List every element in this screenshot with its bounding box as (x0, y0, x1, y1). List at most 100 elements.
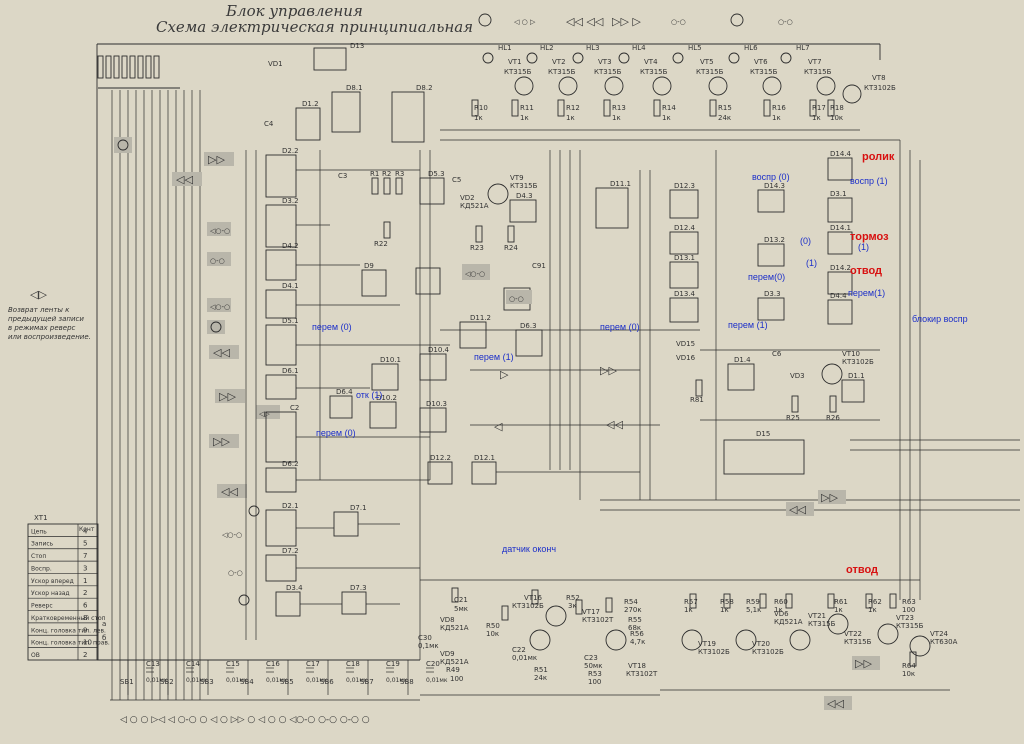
vt2: VT2 (552, 58, 566, 66)
bottom-mid-label: VD8 (440, 616, 455, 624)
chip-d124: D12.4 (674, 224, 696, 232)
vt5: VT5 (700, 58, 714, 66)
vt10: VT10 (842, 350, 860, 358)
chip-d9: D9 (364, 262, 374, 270)
res-r1: R1 (370, 170, 379, 178)
svg-text:◁◁: ◁◁ (606, 418, 623, 431)
cap-value: 0,01мк (426, 677, 448, 684)
bottom-right-ref: R57 (684, 598, 698, 606)
bottom-right-val: 5,1к (746, 606, 761, 614)
r14: R14 (662, 104, 676, 112)
bottom-right-val: КТ315Б (844, 638, 872, 646)
bottom-right-val: 1к (720, 606, 729, 614)
xt1-row-pin: 7 (83, 552, 87, 560)
bottom-mid-label: R53 (588, 670, 602, 678)
vt8-type: КТ3102Б (864, 84, 896, 92)
bottom-right-ref: VT20 (752, 640, 770, 648)
xt1-row-pin: 3 (83, 564, 87, 572)
vt5-type: КТ315Б (696, 68, 724, 76)
chip-d64: D6.4 (336, 388, 353, 396)
bottom-mid-label: VT18 (628, 662, 646, 670)
bottom-mid-label: R56 (630, 630, 644, 638)
xt1-row-pin: 10 (83, 639, 92, 647)
r12-val: 1к (566, 114, 575, 122)
bottom-mid-label: 4,7к (630, 638, 645, 646)
vt4: VT4 (644, 58, 658, 66)
chip-d11: D1.1 (848, 372, 865, 380)
chip-d142: D14.2 (830, 264, 851, 272)
chip-d15: D15 (756, 430, 770, 438)
bottom-mid-label: КТ3102Т (626, 670, 658, 678)
anno-perem0-d: перем(0) (748, 272, 785, 282)
chip-d112: D11.2 (470, 314, 491, 322)
bottom-right-val: 10к (902, 670, 915, 678)
svg-text:▷▷: ▷▷ (600, 364, 617, 377)
lamp-hl3: HL3 (586, 44, 600, 52)
bottom-right-ref: VD6 (774, 610, 789, 618)
bottom-mid-analog: C215мкVD8КД521АR49100C300,1мкVD9КД521АR5… (418, 579, 660, 696)
vt3-type: КТ315Б (594, 68, 622, 76)
svg-text:◁◁: ◁◁ (789, 503, 806, 516)
cap-c18: C18 (346, 660, 360, 668)
cap-c16: C16 (266, 660, 280, 668)
bottom-right-ref: R63 (902, 598, 916, 606)
chip-d22: D2.2 (282, 147, 299, 155)
svg-text:◁◁ ◁◁: ◁◁ ◁◁ (566, 15, 604, 28)
bottom-right-val: КД521А (774, 618, 803, 626)
bottom-mid-label: 24к (534, 674, 547, 682)
r10-val: 1к (474, 114, 483, 122)
anno-vospr1: воспр (1) (850, 176, 888, 186)
bottom-right-ref: R64 (902, 662, 916, 670)
svg-text:○-○: ○-○ (210, 257, 225, 265)
vt7-type: КТ315Б (804, 68, 832, 76)
svg-text:▷▷: ▷▷ (855, 657, 872, 670)
res-r2: R2 (382, 170, 391, 178)
svg-text:◁◁: ◁◁ (176, 173, 193, 186)
annotations: ролик тормоз отвод отвод воспр (0) воспр… (312, 151, 968, 576)
chip-d131: D13.1 (674, 254, 695, 262)
cap-c20: C20 (426, 660, 440, 668)
chip-d63: D6.3 (520, 322, 537, 330)
chip-d144: D14.4 (830, 150, 852, 158)
cap-c4: C4 (264, 120, 274, 128)
r14-val: 1к (662, 114, 671, 122)
side-note: ◁▷ Возврат ленты к предыдущей записи в р… (8, 288, 91, 341)
chip-d53: D5.3 (428, 170, 445, 178)
chip-d21: D2.1 (282, 502, 299, 510)
bottom-right-ref: R62 (868, 598, 882, 606)
left-gate-column: D13 VD1 D8.1 D8.2 D1.2 C4 D2.2 D3.2 D4.2… (264, 42, 433, 617)
chip-d102: D10.2 (376, 394, 397, 402)
cap-value: 0,01мк (226, 677, 248, 684)
cap-value: 0,01мк (346, 677, 368, 684)
r11-val: 1к (520, 114, 529, 122)
left-mode-icons: ▷▷ ◁◁ ◁○-○ ○-○ ◁○-○ ◁◁ ▷▷ ◁▷ ▷▷ ◁◁ ◁○-○ … (114, 137, 280, 606)
anno-perem0-c: перем (0) (600, 322, 640, 332)
bottom-right-ref: R61 (834, 598, 848, 606)
bottom-right-ref: VT19 (698, 640, 716, 648)
chip-d31: D3.1 (830, 190, 847, 198)
svg-text:▷▷ ▷: ▷▷ ▷ (612, 15, 641, 28)
r13-val: 1к (612, 114, 621, 122)
svg-text:◁▷: ◁▷ (30, 288, 47, 301)
chip-d72: D7.2 (282, 547, 299, 555)
chip-d43: D4.3 (516, 192, 533, 200)
anno-perem0-b: перем (0) (316, 428, 356, 438)
chip-d32: D3.2 (282, 197, 299, 205)
r10: R10 (474, 104, 488, 112)
vt8: VT8 (872, 74, 886, 82)
cap-value: 0,01мк (146, 677, 168, 684)
bottom-mid-label: 0,01мк (512, 654, 537, 662)
r81: R81 (690, 396, 704, 404)
bottom-right-ref: VT24 (930, 630, 949, 638)
cap-value: 0,01мк (266, 677, 288, 684)
svg-text:◁○-○: ◁○-○ (210, 303, 230, 311)
vt9: VT9 (510, 174, 524, 182)
cap-value: 0,01мк (386, 677, 408, 684)
switch-sb6: SB6 (320, 678, 334, 686)
input-resistor-array (97, 55, 180, 89)
bottom-mid-label: R54 (624, 598, 638, 606)
xt1-row-pin: 2 (83, 651, 87, 659)
switch-sb2: SB2 (160, 678, 174, 686)
